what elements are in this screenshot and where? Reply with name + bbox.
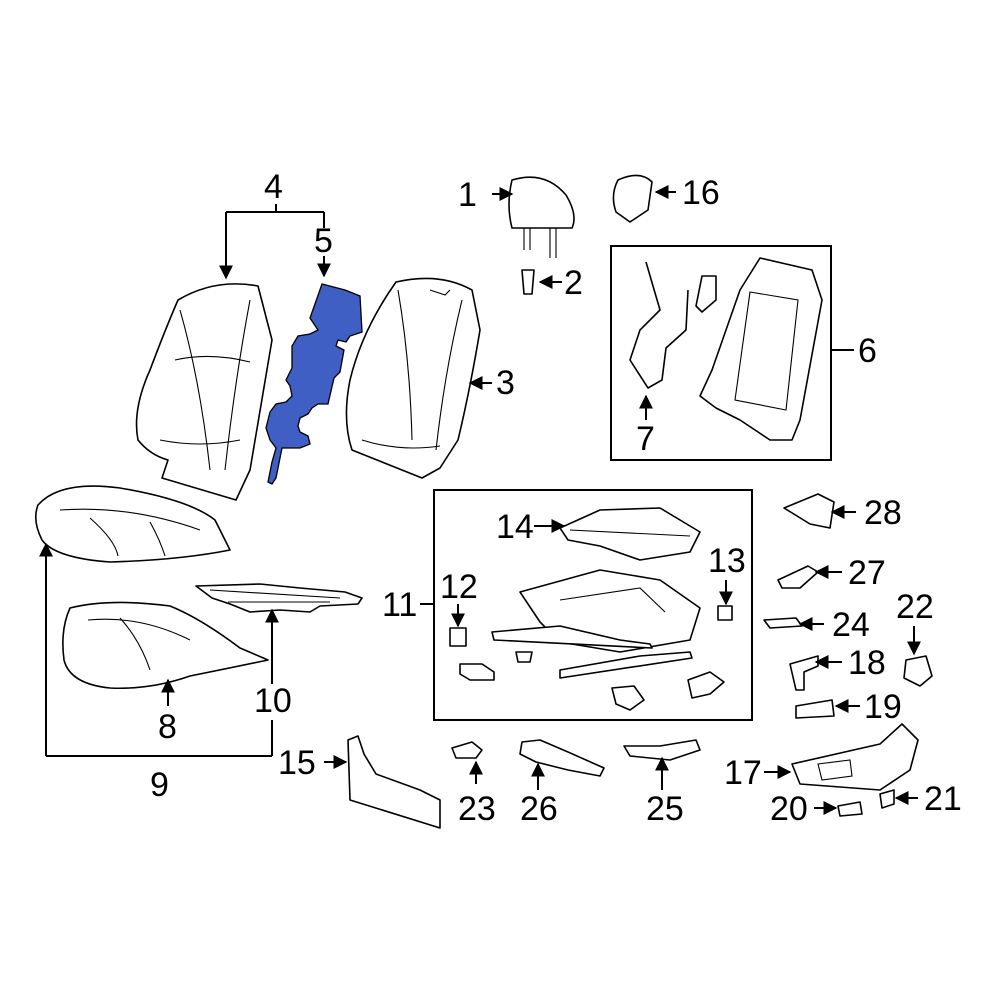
clip-27[interactable] [777, 565, 819, 589]
frame-group-box [610, 245, 832, 461]
callout-24: 24 [832, 606, 870, 644]
callout-2: 2 [564, 264, 583, 302]
callout-28: 28 [864, 494, 902, 532]
clip-13[interactable] [717, 605, 733, 621]
callout-4: 4 [264, 168, 283, 206]
callout-25: 25 [646, 790, 684, 828]
callout-11: 11 [382, 586, 417, 624]
knob-21[interactable] [879, 789, 895, 809]
bracket-25[interactable] [623, 739, 701, 761]
callout-23: 23 [458, 790, 496, 828]
headrest-cover[interactable] [612, 174, 653, 223]
callout-19: 19 [864, 688, 902, 726]
callout-9: 9 [150, 766, 169, 804]
callout-15: 15 [278, 744, 316, 782]
headrest[interactable] [508, 176, 575, 258]
callout-3: 3 [496, 364, 515, 402]
callout-22: 22 [896, 588, 934, 626]
callout-5: 5 [314, 222, 333, 260]
inner-shield-15[interactable] [347, 735, 441, 829]
callout-20: 20 [770, 790, 808, 828]
callout-27: 27 [848, 554, 886, 592]
side-shield-17[interactable] [791, 723, 919, 791]
callout-16: 16 [682, 174, 720, 212]
clip-24[interactable] [763, 617, 803, 629]
callout-14: 14 [496, 508, 534, 546]
callout-labels: 1 2 3 4 5 6 7 8 9 10 11 12 13 14 15 16 1… [150, 168, 962, 828]
leader-lines [39, 185, 921, 815]
switch-22[interactable] [903, 655, 933, 687]
knob-20[interactable] [837, 801, 863, 817]
seat-back-pad[interactable] [345, 277, 481, 479]
seat-cushion-heater[interactable] [195, 583, 363, 613]
callout-10: 10 [254, 682, 292, 720]
bracket-18[interactable] [789, 655, 819, 691]
motor-part[interactable] [459, 651, 725, 711]
callout-12: 12 [440, 568, 478, 606]
callout-18: 18 [848, 644, 886, 682]
bracket-19[interactable] [795, 699, 835, 719]
callout-17: 17 [724, 754, 762, 792]
callout-21: 21 [924, 780, 962, 818]
bracket-28[interactable] [783, 493, 835, 529]
bracket-26[interactable] [519, 739, 605, 777]
heater-element[interactable] [265, 283, 363, 485]
seat-cushion-cover[interactable] [34, 485, 231, 563]
callout-8: 8 [158, 708, 177, 746]
headrest-guide[interactable] [521, 269, 535, 295]
callout-7: 7 [636, 420, 655, 458]
seat-heater-back[interactable] [265, 283, 363, 485]
seat-cushion-pad[interactable] [62, 601, 269, 690]
seat-back-cover[interactable] [135, 283, 273, 501]
callout-6: 6 [858, 332, 877, 370]
switch-bracket-12[interactable] [449, 627, 467, 647]
callout-1: 1 [458, 176, 477, 214]
callout-26: 26 [520, 790, 558, 828]
clip-23[interactable] [451, 741, 483, 759]
callout-13: 13 [708, 542, 746, 580]
seat-back-frame[interactable] [629, 257, 823, 441]
